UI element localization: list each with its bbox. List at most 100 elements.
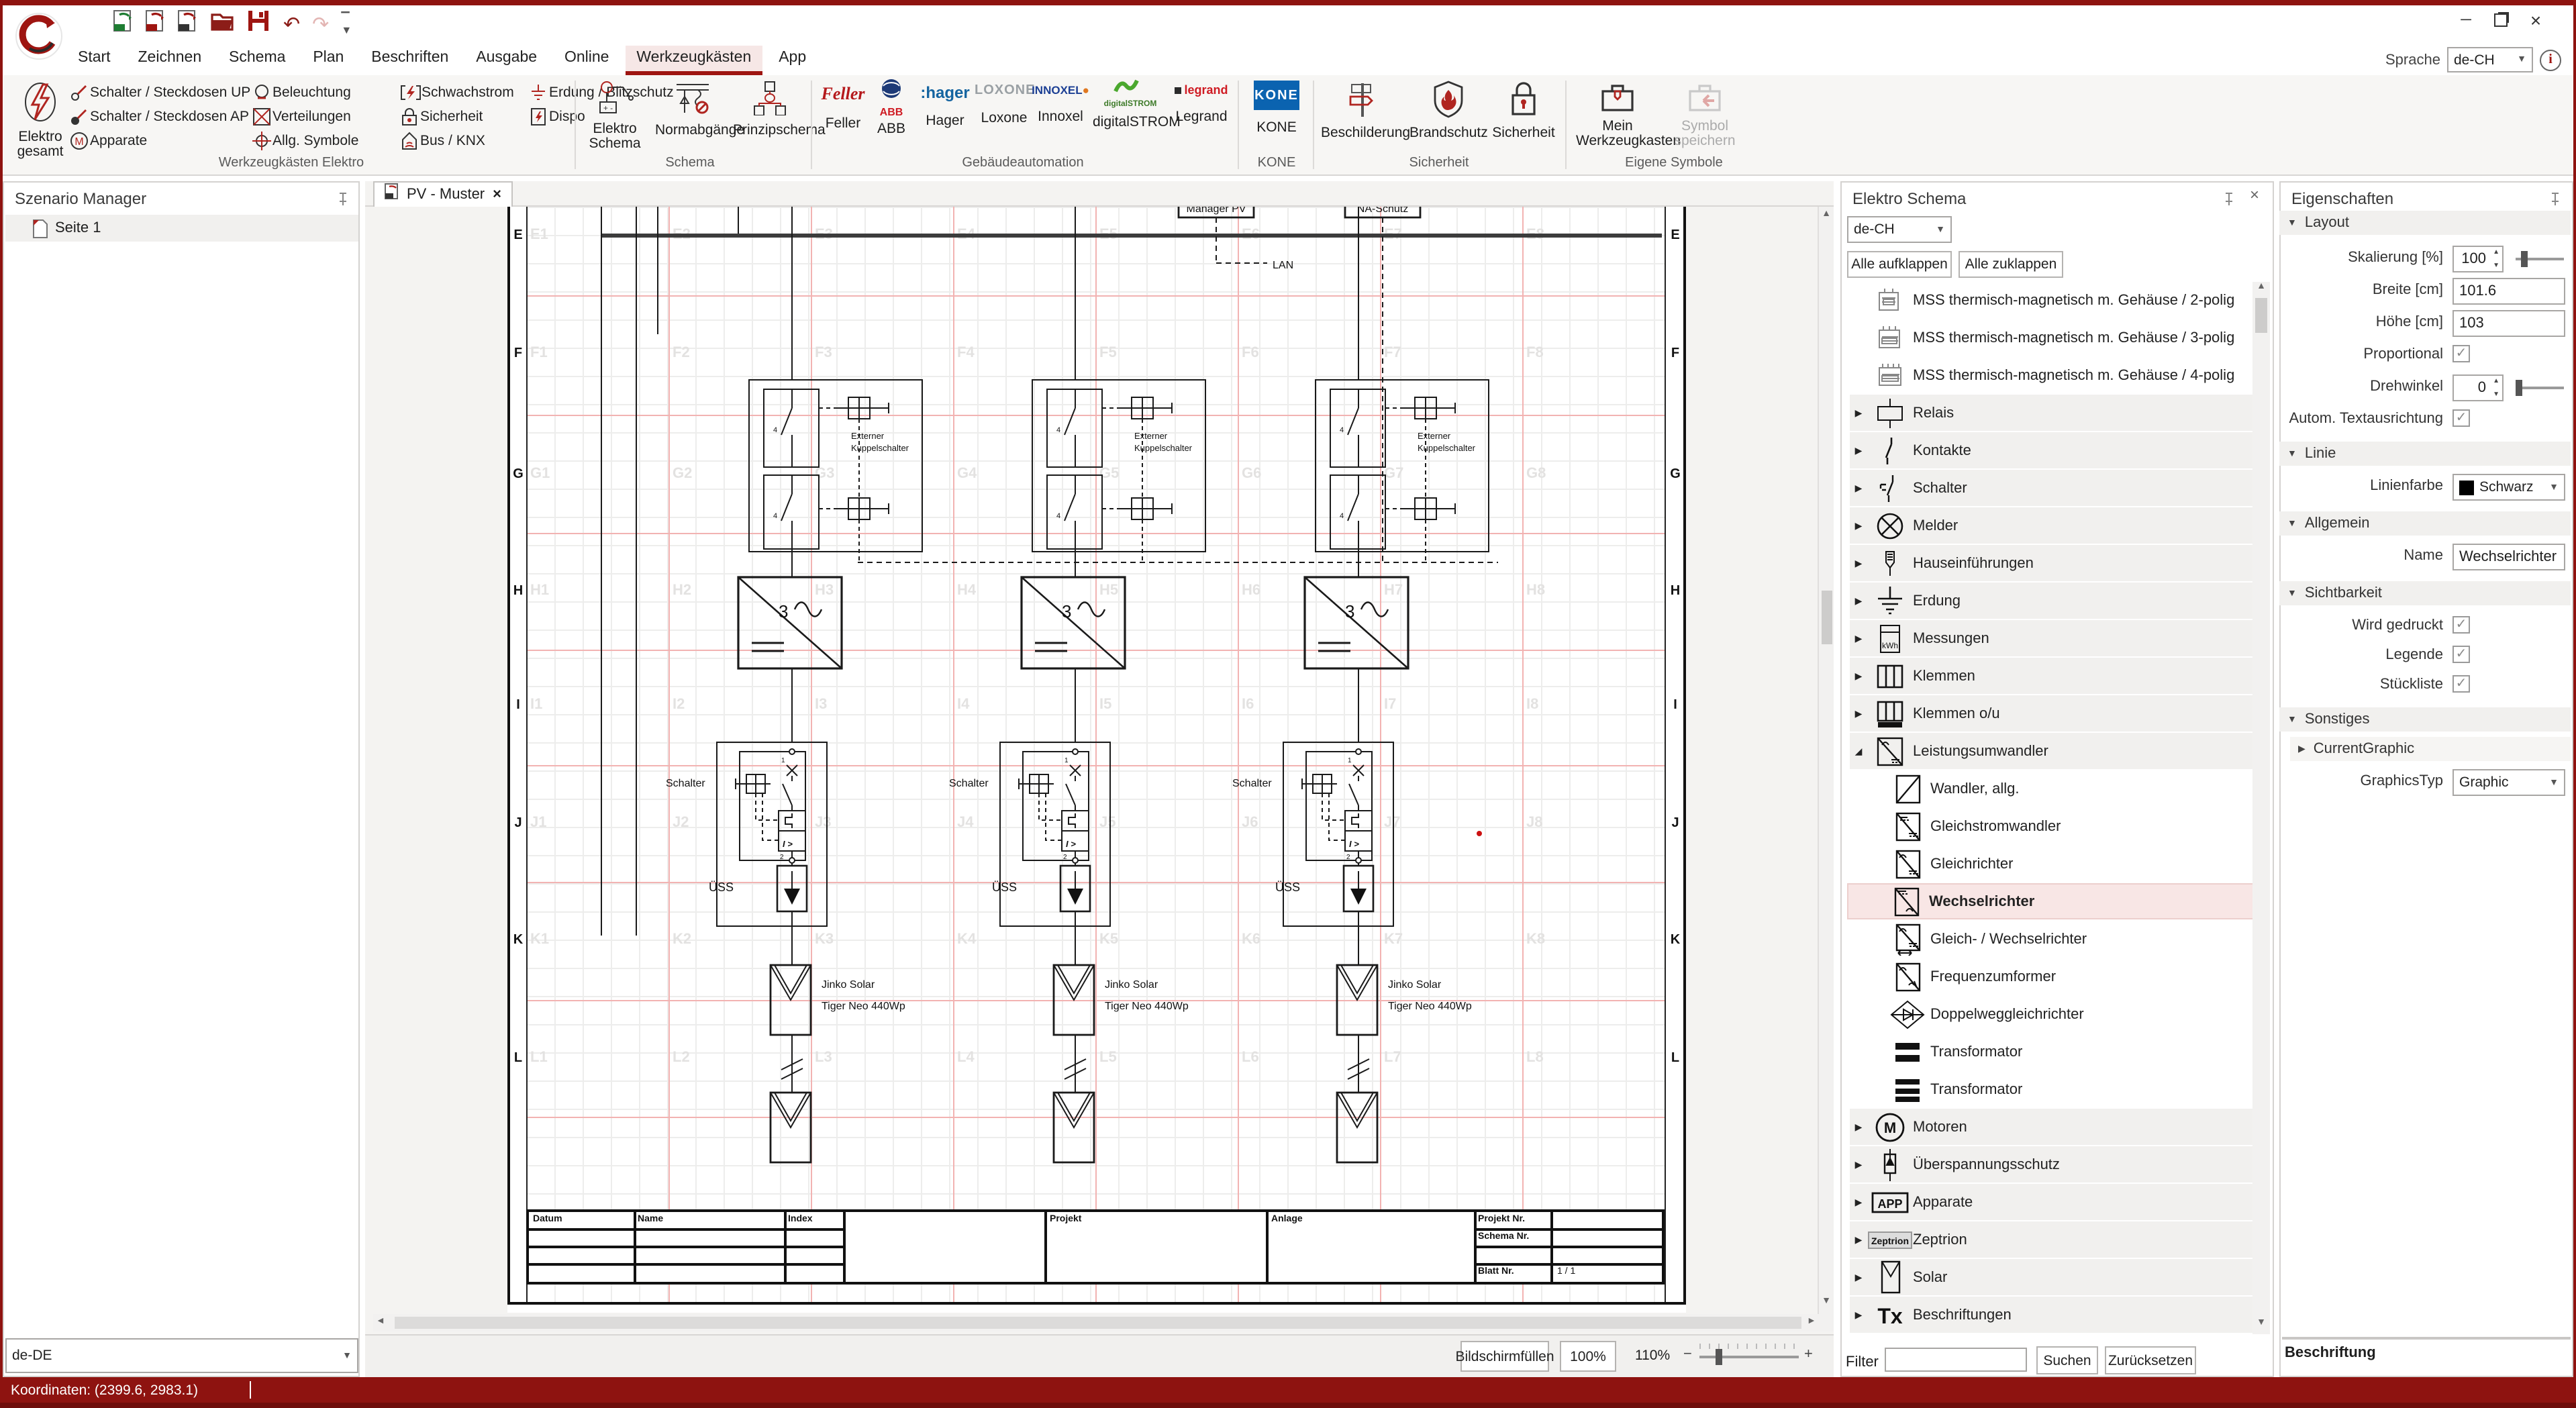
page-tree-item[interactable]: Seite 1 — [5, 215, 358, 242]
scroll-down-icon[interactable]: ▼ — [1822, 1297, 1831, 1306]
section-sichtbarkeit[interactable]: ▼Sichtbarkeit — [2279, 581, 2571, 605]
section-layout[interactable]: ▼Layout — [2279, 211, 2571, 235]
collapse-icon[interactable]: ◢ — [1854, 747, 1863, 756]
new-rcp-document-icon[interactable] — [145, 8, 165, 40]
expand-icon[interactable]: ▶ — [1854, 1123, 1863, 1132]
sicherheit-button[interactable]: Sicherheit — [1490, 81, 1557, 141]
section-linie[interactable]: ▼Linie — [2279, 442, 2571, 466]
symbol-item-transformator-2[interactable]: Transformator — [1850, 1071, 2252, 1107]
ribbon-apparate-button[interactable]: M Apparate — [70, 132, 147, 150]
ribbon-sicherheit-button[interactable]: Sicherheit — [400, 107, 483, 126]
loxone-button[interactable]: Loxone Loxone — [975, 83, 1036, 126]
stueckliste-checkbox[interactable]: ✓ — [2453, 675, 2470, 693]
symbol-item-transformator-1[interactable]: Transformator — [1850, 1034, 2252, 1070]
graphicstyp-select[interactable]: Graphic▼ — [2453, 769, 2565, 796]
scroll-up-icon[interactable]: ▲ — [1822, 209, 1831, 219]
scroll-right-icon[interactable]: ► — [1807, 1317, 1816, 1326]
symbol-category-kontakte[interactable]: ▶Kontakte — [1850, 432, 2252, 468]
ribbon-schwachstrom-button[interactable]: Schwachstrom — [400, 83, 514, 102]
symbol-item-doppelweggleichrichter[interactable]: Doppelweggleichrichter — [1850, 996, 2252, 1032]
kone-button[interactable]: KONE KONE — [1248, 81, 1305, 136]
expand-icon[interactable]: ▶ — [1854, 1273, 1863, 1283]
spin-down-icon[interactable]: ▼ — [2493, 391, 2499, 399]
expand-icon[interactable]: ▶ — [1854, 559, 1863, 568]
gedruckt-checkbox[interactable]: ✓ — [2453, 616, 2470, 634]
symbol-category-leistungsumwandler[interactable]: ◢Leistungsumwandler — [1850, 733, 2252, 769]
symbol-category-solar[interactable]: ▶Solar — [1850, 1259, 2252, 1295]
name-input[interactable]: Wechselrichter — [2453, 544, 2565, 570]
symbols-pin-icon[interactable] — [2223, 189, 2235, 213]
vertical-scrollbar[interactable]: ▲ ▼ — [1818, 207, 1834, 1314]
symbol-item-gleich-wechselrichter[interactable]: Gleich- / Wechselrichter — [1850, 921, 2252, 957]
digitalstrom-button[interactable]: digitalSTROM digitalSTROM — [1093, 78, 1181, 130]
expand-icon[interactable]: ▶ — [1854, 709, 1863, 719]
expand-icon[interactable]: ▶ — [1854, 409, 1863, 418]
expand-icon[interactable]: ▶ — [1854, 672, 1863, 681]
symbol-category-schalter[interactable]: ▶Schalter — [1850, 470, 2252, 506]
ribbon-schalter-up-button[interactable]: Schalter / Steckdosen UP — [70, 83, 250, 102]
tab-pv-muster[interactable]: PV - Muster × — [373, 181, 513, 207]
undo-icon[interactable]: ↶ — [283, 13, 301, 36]
menu-start[interactable]: Start — [78, 50, 111, 66]
prinzipschema-button[interactable]: Prinzipschema — [733, 81, 826, 138]
expand-icon[interactable]: ▶ — [1854, 597, 1863, 606]
properties-pin-icon[interactable] — [2549, 189, 2561, 213]
vertical-scroll-thumb[interactable] — [1822, 591, 1832, 644]
menu-plan[interactable]: Plan — [313, 50, 344, 66]
expand-icon[interactable]: ▶ — [1854, 1311, 1863, 1320]
symbols-scroll-down-icon[interactable]: ▼ — [2257, 1318, 2266, 1327]
ribbon-erdung-blitzschutz-button[interactable]: Erdung / Blitzschutz — [529, 83, 674, 102]
search-button[interactable]: Suchen — [2036, 1346, 2098, 1374]
hoehe-input[interactable]: 103 — [2453, 310, 2565, 337]
currentgraphic-row[interactable]: ▶CurrentGraphic — [2290, 737, 2571, 761]
info-icon[interactable]: i — [2539, 49, 2561, 70]
zoom-slider-track[interactable] — [1699, 1356, 1799, 1358]
zoom-out-icon[interactable]: − — [1683, 1346, 1692, 1362]
drawing-viewport[interactable]: E1E2E3E4E5E6E7E8F1F2F3F4F5F6F7F8G1G2G3G4… — [365, 207, 1818, 1314]
symbols-language-select[interactable]: de-CH▼ — [1847, 216, 1952, 243]
language-select[interactable]: de-CH▼ — [2446, 47, 2533, 72]
proportional-checkbox[interactable]: ✓ — [2453, 345, 2470, 362]
symbol-item-mss-4polig[interactable]: MSS thermisch-magnetisch m. Gehäuse / 4-… — [1850, 357, 2252, 393]
expand-icon[interactable]: ▶ — [1854, 484, 1863, 493]
symbol-category-relais[interactable]: ▶Relais — [1850, 395, 2252, 431]
symbol-item-mss-2polig[interactable]: MSS thermisch-magnetisch m. Gehäuse / 2-… — [1850, 282, 2252, 318]
new-rcc-document-icon[interactable] — [113, 8, 133, 40]
redo-icon[interactable]: ↷ — [312, 13, 330, 36]
zoom-slider-thumb[interactable] — [1716, 1349, 1722, 1365]
normabgaenge-button[interactable]: Normabgänge — [655, 81, 744, 138]
spin-up-icon[interactable]: ▲ — [2493, 377, 2499, 385]
symbol-item-wandler-allg[interactable]: Wandler, allg. — [1850, 770, 2252, 807]
brandschutz-button[interactable]: Brandschutz — [1409, 81, 1488, 141]
symbol-item-gleichrichter[interactable]: Gleichrichter — [1850, 846, 2252, 882]
symbol-item-gleichstromwandler[interactable]: Gleichstromwandler — [1850, 808, 2252, 844]
abb-button[interactable]: ABB ABB — [870, 78, 913, 137]
scroll-left-icon[interactable]: ◄ — [376, 1317, 385, 1326]
expand-icon[interactable]: ▶ — [1854, 1160, 1863, 1170]
beschilderung-button[interactable]: Beschilderung — [1321, 81, 1410, 141]
section-allgemein[interactable]: ▼Allgemein — [2279, 511, 2571, 536]
quickaccess-options-icon[interactable]: ▔▼ — [341, 12, 352, 36]
menu-zeichnen[interactable]: Zeichnen — [138, 50, 202, 66]
symbols-close-icon[interactable]: × — [2250, 185, 2260, 204]
breite-input[interactable]: 101.6 — [2453, 278, 2565, 305]
menu-werkzeugkaesten[interactable]: Werkzeugkästen — [626, 46, 762, 75]
symbol-category-klemmen-ou[interactable]: ▶Klemmen o/u — [1850, 695, 2252, 732]
hager-button[interactable]: :Hager Hager — [918, 83, 972, 129]
mein-werkzeugkasten-button[interactable]: Mein Werkzeugkasten — [1576, 81, 1681, 149]
ribbon-beleuchtung-button[interactable]: Beleuchtung — [252, 83, 351, 102]
symbol-category-ueberspannungsschutz[interactable]: ▶Überspannungsschutz — [1850, 1146, 2252, 1183]
symbol-item-frequenzumformer[interactable]: Frequenzumformer — [1850, 958, 2252, 995]
collapse-all-button[interactable]: Alle zuklappen — [1959, 251, 2063, 278]
symbol-category-klemmen[interactable]: ▶Klemmen — [1850, 658, 2252, 694]
elektro-schema-button[interactable]: + - Elektro Schema — [583, 81, 647, 152]
section-sonstiges[interactable]: ▼Sonstiges — [2279, 707, 2571, 732]
symbol-category-melder[interactable]: ▶Melder — [1850, 507, 2252, 544]
drehwinkel-slider-thumb[interactable] — [2516, 380, 2522, 396]
skalierung-slider-thumb[interactable] — [2521, 251, 2528, 267]
